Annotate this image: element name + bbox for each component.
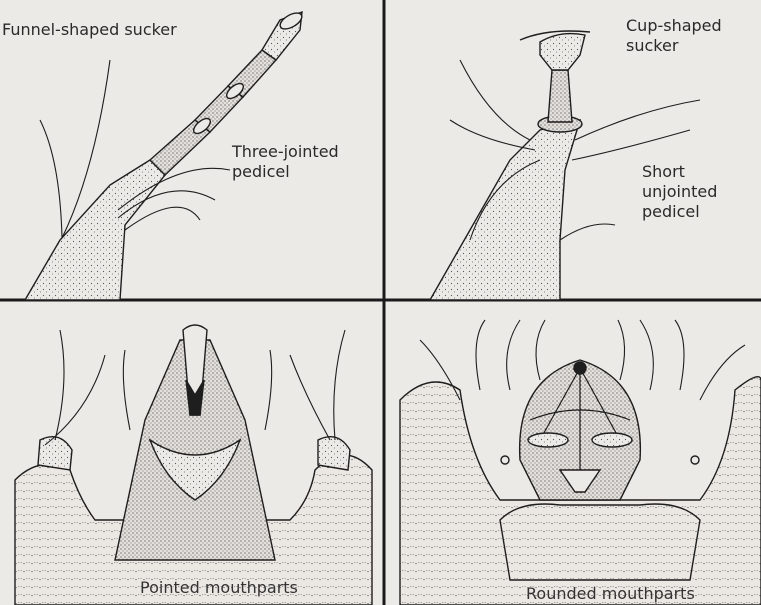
pointed-mouthparts-drawing [15,325,372,605]
three-jointed-pedicel-label: Three-jointed pedicel [232,142,339,182]
rounded-mouthparts-caption: Rounded mouthparts [526,584,695,604]
cup-sucker-label: Cup-shaped sucker [626,16,722,56]
funnel-sucker-label: Funnel-shaped sucker [2,20,177,40]
short-unjointed-pedicel-label: Short unjointed pedicel [642,162,717,222]
rounded-mouthparts-drawing [400,320,761,605]
pointed-mouthparts-caption: Pointed mouthparts [140,578,298,598]
